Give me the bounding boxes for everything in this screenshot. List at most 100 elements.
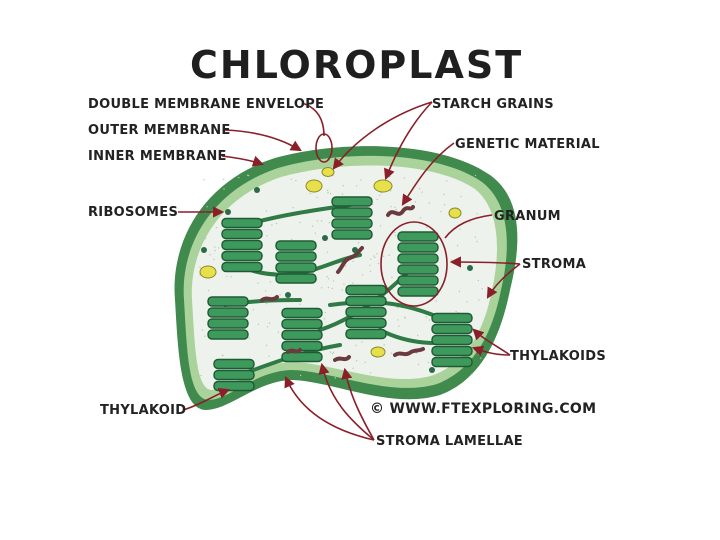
stroma-dot — [324, 311, 327, 314]
stroma-dot — [477, 353, 480, 355]
stroma-dot — [414, 201, 417, 203]
thylakoid-disc — [275, 240, 317, 251]
stroma-dot — [460, 195, 462, 198]
stroma-dot — [355, 360, 358, 362]
leader-thylakoids-1 — [471, 345, 511, 357]
stroma-dot — [440, 210, 442, 213]
thylakoid-disc — [397, 231, 439, 242]
stroma-dot — [326, 251, 329, 253]
thylakoid-disc — [397, 286, 439, 297]
stroma-dot — [394, 231, 396, 234]
stroma-dot — [352, 260, 354, 263]
stroma-dot — [247, 174, 250, 177]
stroma-dot — [266, 303, 268, 305]
stroma-dot — [443, 193, 445, 195]
label-thylakoids: THYLAKOIDS — [510, 349, 606, 364]
thylakoid-disc — [331, 207, 373, 218]
stroma-dot — [320, 287, 323, 289]
granum-stack — [431, 312, 473, 368]
label-stroma: STROMA — [522, 257, 586, 272]
stroma-shape — [191, 165, 497, 390]
stroma-dot — [334, 377, 337, 379]
ribosome — [254, 187, 260, 193]
stroma-dot — [427, 361, 429, 364]
stroma-dot — [309, 192, 311, 195]
stroma-dot — [455, 310, 457, 313]
starch-grain — [448, 207, 462, 219]
stroma-dot — [398, 325, 400, 327]
thylakoid-disc — [397, 264, 439, 275]
thylakoid-disc — [431, 356, 473, 368]
stroma-dot — [355, 344, 357, 346]
stroma-dot — [421, 191, 423, 193]
stroma-dot — [376, 253, 378, 255]
stroma-dot — [323, 318, 326, 320]
stroma-dot — [435, 300, 437, 302]
granum-stack — [221, 217, 263, 273]
stroma-dot — [418, 188, 421, 190]
stroma-dot — [224, 203, 226, 205]
stroma-dot — [450, 259, 453, 261]
starch-grains-group — [199, 167, 462, 358]
ribosomes-group — [201, 187, 473, 373]
stroma-dot — [329, 192, 332, 195]
stroma-dot — [203, 224, 205, 226]
thylakoid-disc — [213, 380, 255, 392]
stroma-dot — [425, 316, 427, 318]
starch-grain — [199, 265, 217, 279]
stroma-dot — [417, 363, 420, 366]
stroma-dot — [476, 213, 478, 215]
stroma-dot — [361, 341, 363, 343]
stroma-dot — [360, 179, 362, 181]
stroma-dot — [257, 323, 260, 325]
starch-grain — [370, 346, 386, 358]
stroma-dot — [230, 276, 232, 278]
stroma-dot — [369, 264, 371, 267]
stroma-dot — [369, 372, 372, 374]
stroma-dot — [327, 286, 330, 289]
stroma-dot — [477, 279, 479, 282]
stroma-dot — [221, 354, 224, 357]
thylakoid-disc — [207, 318, 249, 329]
dna-strand — [260, 295, 279, 302]
stroma-dot — [395, 208, 397, 211]
stroma-dot — [397, 319, 399, 321]
thylakoid-disc — [207, 296, 249, 307]
stroma-dot — [268, 322, 271, 324]
stroma-dot — [396, 306, 399, 309]
stroma-dot — [327, 278, 330, 280]
stroma-dot — [214, 246, 216, 248]
stroma-dot — [342, 185, 344, 187]
grana-group — [207, 196, 473, 392]
stroma-dot — [328, 222, 330, 224]
thylakoid-disc — [281, 307, 323, 319]
thylakoid-disc — [331, 218, 373, 229]
thylakoid-disc — [397, 242, 439, 253]
stroma-dot — [223, 188, 225, 190]
label-double-membrane-envelope: DOUBLE MEMBRANE ENVELOPE — [88, 97, 324, 112]
stroma-dot — [209, 254, 211, 256]
thylakoid-disc — [345, 306, 387, 318]
thylakoid-disc — [281, 329, 323, 341]
stroma-dot — [478, 299, 480, 301]
stroma-dot — [292, 207, 294, 209]
stroma-dot — [390, 205, 392, 208]
stroma-dot — [357, 377, 359, 379]
ribosome — [225, 209, 231, 215]
dna-strand — [393, 347, 425, 357]
thylakoid-disc — [221, 228, 263, 240]
stroma-dot — [326, 275, 328, 278]
stroma-dot — [332, 372, 334, 374]
stroma-dot — [299, 303, 301, 305]
stroma-dot — [331, 287, 333, 290]
stroma-dot — [456, 244, 459, 247]
stroma-dot — [299, 221, 301, 224]
stroma-dot — [213, 258, 215, 261]
stroma-dot — [390, 190, 392, 192]
stroma-dot — [383, 344, 385, 346]
stroma-dot — [310, 368, 312, 370]
thylakoid-disc — [221, 217, 263, 229]
label-genetic-material: GENETIC MATERIAL — [455, 137, 600, 152]
stroma-dot — [415, 352, 418, 354]
granum-stack — [213, 358, 255, 392]
